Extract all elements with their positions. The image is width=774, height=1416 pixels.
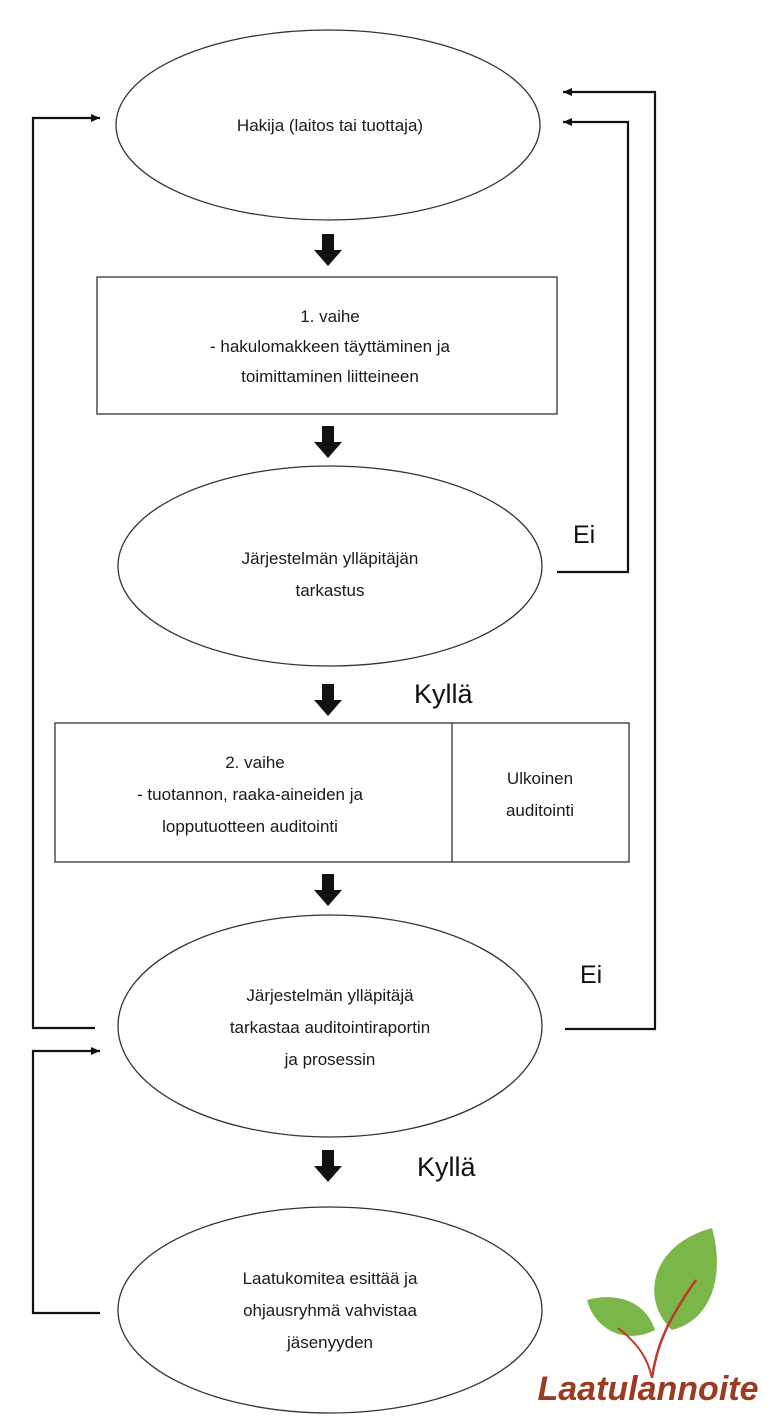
- node-tarkastus: Järjestelmän ylläpitäjän tarkastus: [117, 465, 543, 667]
- loop-arrow-raportti-to-hakija: [31, 114, 100, 1030]
- node-raportti-line-1: Järjestelmän ylläpitäjä: [246, 986, 414, 1005]
- node-tarkastus-line-1: Järjestelmän ylläpitäjän: [242, 549, 419, 568]
- node-step2-line-1: 2. vaihe: [225, 753, 285, 772]
- node-ulkoinen-line-1: Ulkoinen: [507, 769, 573, 788]
- node-laatukomitea-line-3: jäsenyyden: [286, 1333, 373, 1352]
- label-kylla-2: Kyllä: [417, 1152, 477, 1182]
- loop-arrow-laatukomitea-to-raportti: [31, 1047, 100, 1315]
- down-arrow-icon: [314, 426, 342, 458]
- down-arrow-icon: [314, 1150, 342, 1182]
- feedback-arrow-ei-1: [557, 118, 630, 574]
- logo-text: Laatulannoite: [537, 1370, 758, 1408]
- down-arrow-icon: [314, 874, 342, 906]
- node-laatukomitea: Laatukomitea esittää ja ohjausryhmä vahv…: [117, 1206, 543, 1414]
- leaf-icon: [587, 1297, 655, 1336]
- node-raportti-line-3: ja prosessin: [284, 1050, 376, 1069]
- node-step1-line-3: toimittaminen liitteineen: [241, 367, 419, 386]
- feedback-arrow-ei-2: [563, 88, 657, 1031]
- node-step1-line-1: 1. vaihe: [300, 307, 360, 326]
- node-tarkastus-line-2: tarkastus: [296, 581, 365, 600]
- node-raportti: Järjestelmän ylläpitäjä tarkastaa audito…: [117, 914, 543, 1138]
- label-kylla-1: Kyllä: [414, 679, 474, 709]
- node-step2-line-3: lopputuotteen auditointi: [162, 817, 338, 836]
- node-laatukomitea-line-1: Laatukomitea esittää ja: [243, 1269, 418, 1288]
- label-ei-2: Ei: [580, 961, 602, 989]
- node-step1-line-2: - hakulomakkeen täyttäminen ja: [210, 337, 451, 356]
- node-step2: 2. vaihe - tuotannon, raaka-aineiden ja …: [54, 722, 630, 863]
- down-arrow-icon: [314, 234, 342, 266]
- node-ulkoinen-line-2: auditointi: [506, 801, 574, 820]
- node-step2-line-2: - tuotannon, raaka-aineiden ja: [137, 785, 363, 804]
- node-raportti-line-2: tarkastaa auditointiraportin: [230, 1018, 430, 1037]
- down-arrow-icon: [314, 684, 342, 716]
- laatulannoite-logo: Laatulannoite: [537, 1228, 759, 1408]
- node-hakija-text: Hakija (laitos tai tuottaja): [237, 116, 423, 135]
- label-ei-1: Ei: [573, 521, 595, 549]
- leaf-icon: [654, 1228, 717, 1330]
- node-hakija: Hakija (laitos tai tuottaja): [115, 29, 541, 221]
- node-laatukomitea-line-2: ohjausryhmä vahvistaa: [243, 1301, 417, 1320]
- node-step1: 1. vaihe - hakulomakkeen täyttäminen ja …: [96, 276, 558, 415]
